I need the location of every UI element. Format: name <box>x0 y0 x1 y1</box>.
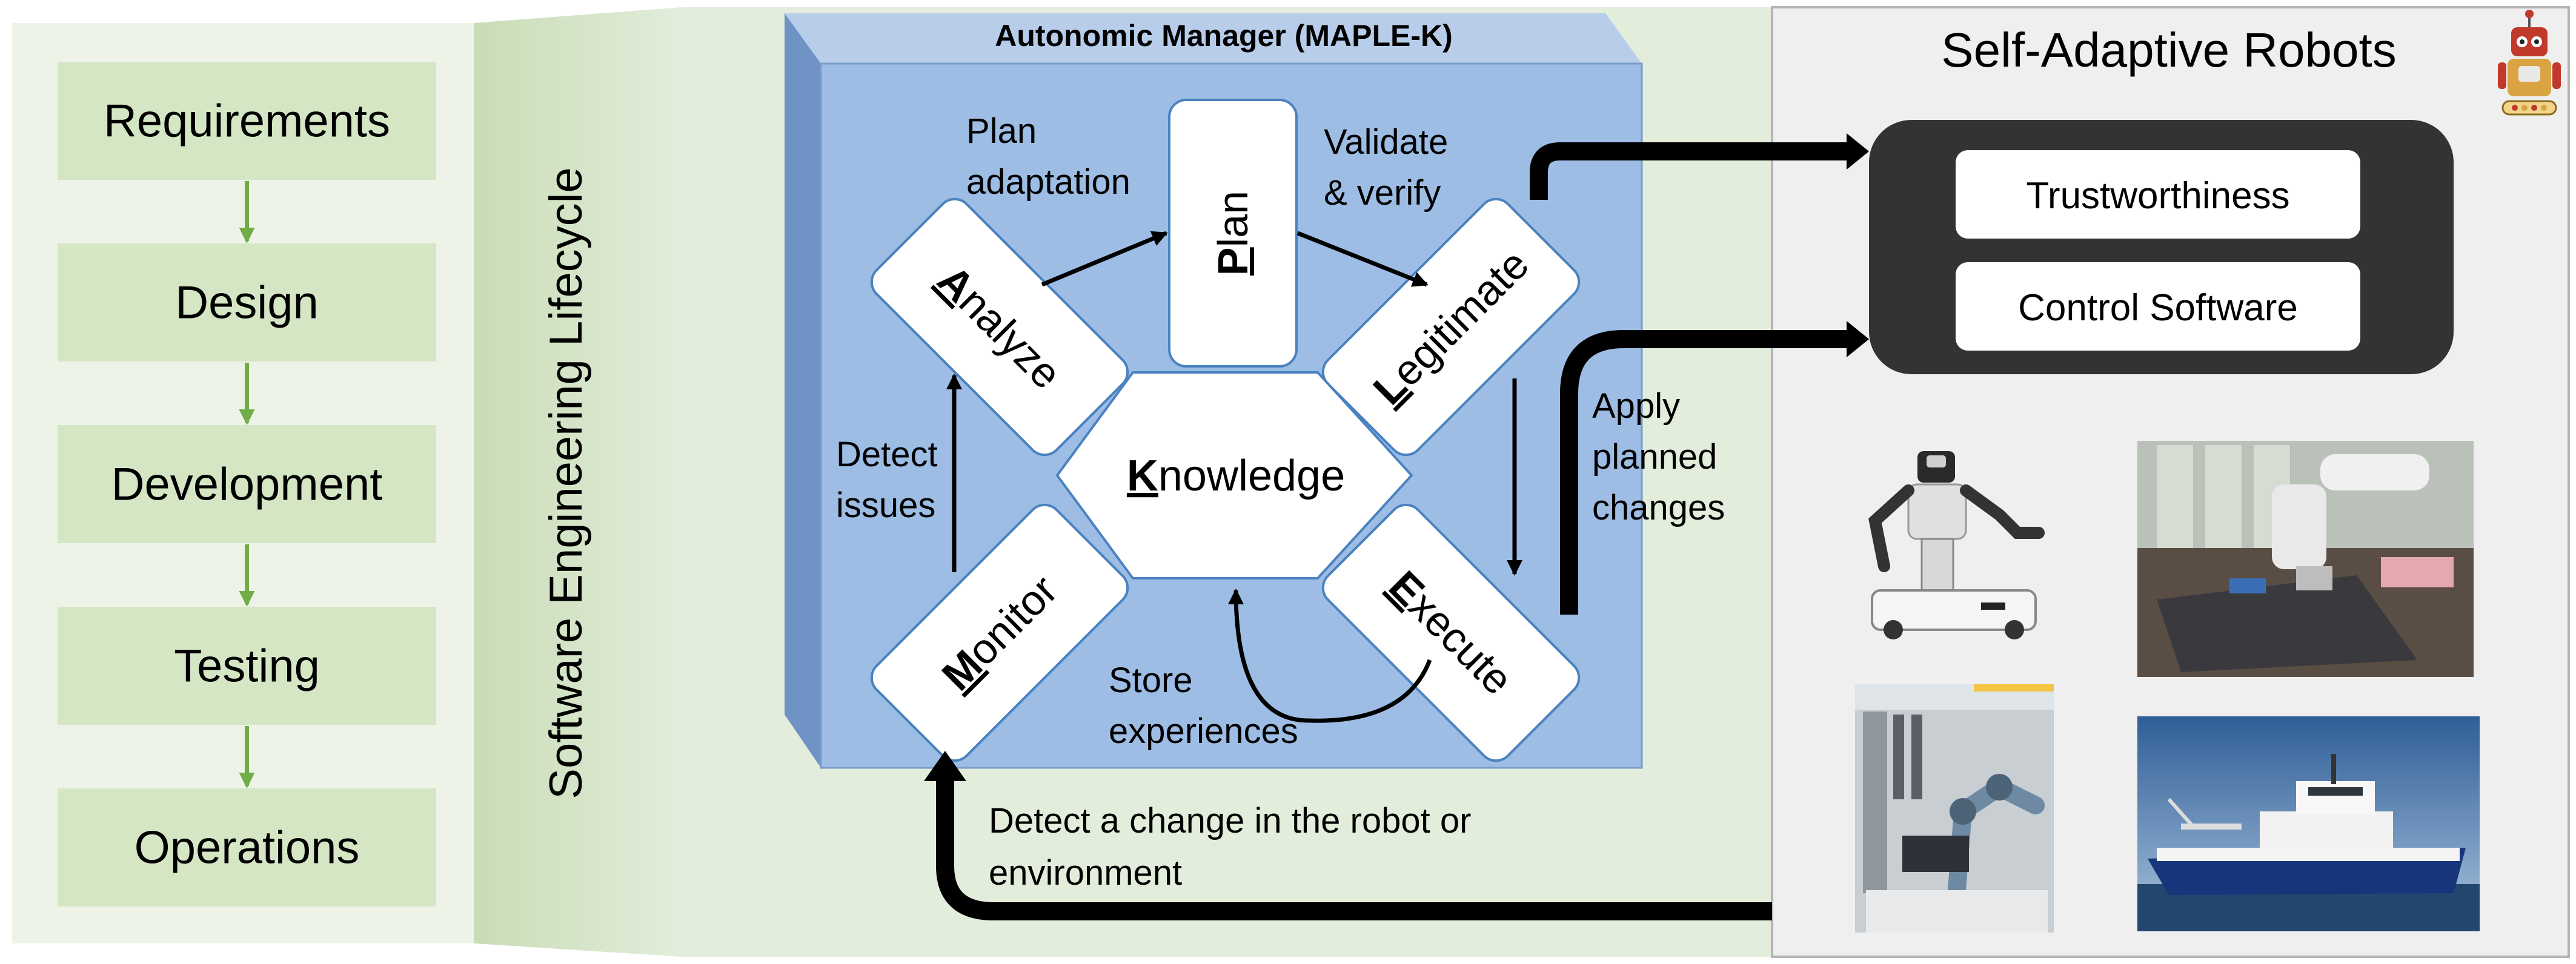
arrow-execute-to-knowledge <box>1228 589 1432 723</box>
attribute-trustworthiness: Trustworthiness <box>1956 150 2360 239</box>
lifecycle-band <box>474 7 682 957</box>
manager-side-face <box>785 13 821 768</box>
robots-panel: Self-Adaptive Robots Trustworthiness Con… <box>1771 6 2570 958</box>
stage-label: Requirements <box>104 96 390 147</box>
plan-initial: P <box>1209 247 1256 276</box>
label-detect-change: Detect a change in the robot or environm… <box>989 801 1481 893</box>
node-execute: Execute <box>1321 503 1581 762</box>
trustworthiness-label: Trustworthiness <box>2026 175 2289 217</box>
stage-development: Development <box>58 425 436 543</box>
label-validate-verify: Validate & verify <box>1324 122 1458 213</box>
stage-label: Testing <box>174 641 320 692</box>
stage-label: Operations <box>134 822 360 874</box>
label-detect-issues: Detect issues <box>836 435 948 525</box>
autonomic-manager: Autonomic Manager (MAPLE-K) Plan Analyze… <box>785 13 1727 893</box>
lifecycle-title: Software Engineering Lifecycle <box>540 167 592 799</box>
photo-lab-robot-arm <box>2137 441 2474 677</box>
stage-design: Design <box>58 243 436 362</box>
robots-title: Self-Adaptive Robots <box>1941 23 2397 77</box>
connectors <box>924 133 1869 920</box>
photo-humanoid-robot <box>1857 436 2051 642</box>
stage-label: Development <box>111 459 383 510</box>
label-plan-adaptation: Plan adaptation <box>966 111 1130 202</box>
stage-requirements: Requirements <box>58 62 436 180</box>
node-plan: Plan <box>1168 99 1298 368</box>
connector-legitimate-to-trustworthiness <box>1530 142 1848 200</box>
svg-text:Plan: Plan <box>1209 191 1256 276</box>
knowledge-label: nowledge <box>1158 452 1345 500</box>
connector-environment-to-monitor <box>936 778 1772 920</box>
label-apply-changes: Apply planned changes <box>1592 386 1727 527</box>
photo-industrial-cobot <box>1855 684 2054 933</box>
cycle-arrows <box>946 231 1522 723</box>
stage-label: Design <box>175 277 319 329</box>
photo-research-vessel <box>2137 716 2480 931</box>
node-analyze: Analyze <box>870 197 1129 457</box>
knowledge-initial: K <box>1127 452 1158 500</box>
attribute-control-software: Control Software <box>1956 262 2360 351</box>
connector-execute-to-control-software <box>1560 330 1848 615</box>
manager-top-face <box>785 13 1642 64</box>
svg-text:Knowledge: Knowledge <box>1127 452 1345 500</box>
robot-mascot-icon <box>2498 10 2561 116</box>
node-knowledge: Knowledge <box>1055 371 1413 579</box>
stage-testing: Testing <box>58 607 436 725</box>
control-software-label: Control Software <box>2018 287 2298 329</box>
arrow-analyze-to-plan <box>1041 231 1168 287</box>
arrow-plan-to-legitimate <box>1296 231 1429 287</box>
plan-label: lan <box>1209 191 1256 247</box>
manager-title: Autonomic Manager (MAPLE-K) <box>995 19 1453 53</box>
stage-operations: Operations <box>58 788 436 906</box>
label-store-experiences: Store experiences <box>1109 661 1298 751</box>
node-monitor: Monitor <box>870 503 1129 762</box>
